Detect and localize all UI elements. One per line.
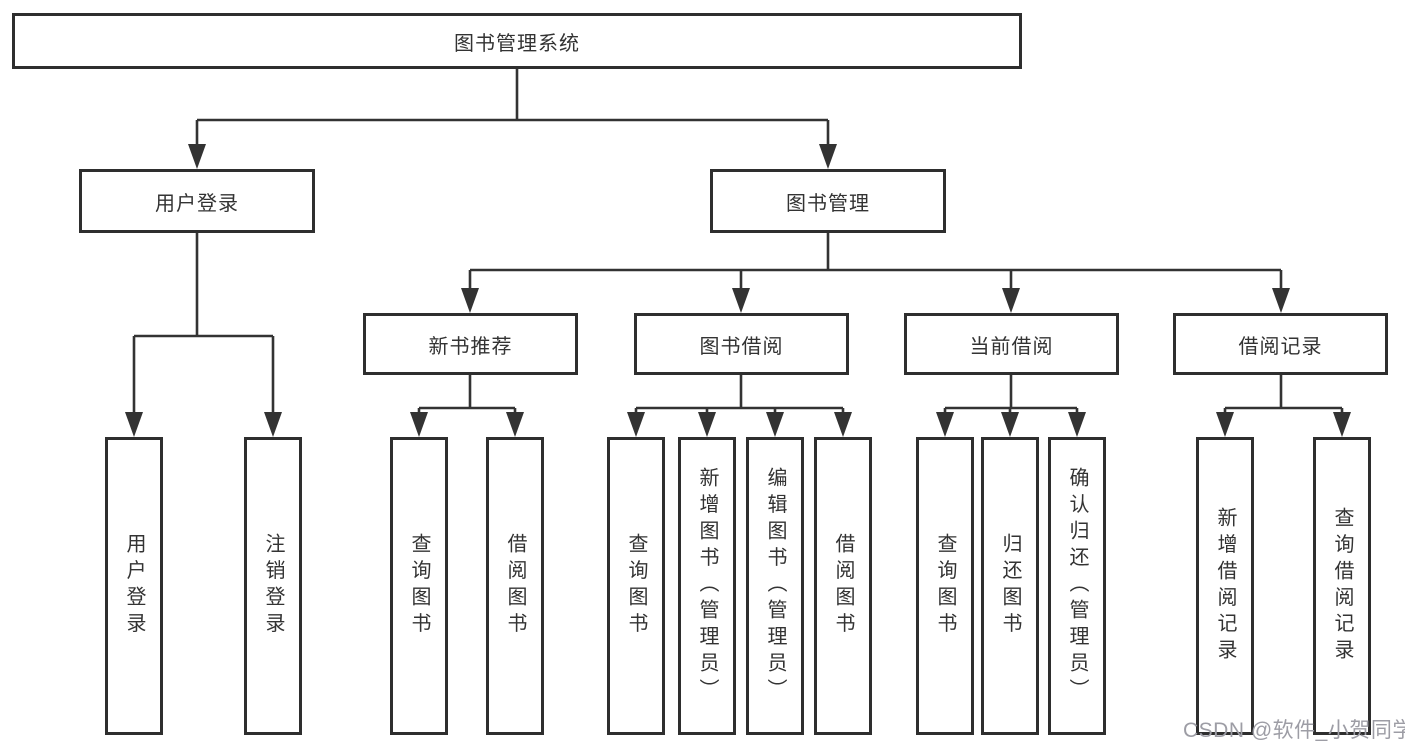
leaf-query-books-current: 查询图书 — [916, 437, 974, 735]
arrowhead — [506, 412, 524, 437]
leaf-label: 用户登录 — [123, 533, 145, 639]
arrowhead — [410, 412, 428, 437]
leaf-add-books-admin: 新增图书（管理员） — [678, 437, 736, 735]
leaf-label: 借阅图书 — [832, 533, 854, 639]
node-label: 图书管理系统 — [454, 32, 580, 55]
arrowhead — [698, 412, 716, 437]
node-label: 用户登录 — [155, 192, 239, 215]
arrowhead — [936, 412, 954, 437]
leaf-label: 编辑图书（管理员） — [764, 467, 786, 705]
arrowhead — [766, 412, 784, 437]
leaf-label: 查询图书 — [934, 533, 956, 639]
node-borrowing-records: 借阅记录 — [1173, 313, 1388, 375]
node-book-management: 图书管理 — [710, 169, 946, 233]
node-label: 当前借阅 — [969, 335, 1054, 358]
leaf-logout: 注销登录 — [244, 437, 302, 735]
leaf-return-books: 归还图书 — [981, 437, 1039, 735]
leaf-add-borrow-record: 新增借阅记录 — [1196, 437, 1254, 735]
arrowhead — [1068, 412, 1086, 437]
node-label: 新书推荐 — [428, 335, 513, 358]
arrowhead — [461, 288, 479, 313]
node-user-login: 用户登录 — [79, 169, 315, 233]
arrowhead — [1272, 288, 1290, 313]
leaf-label: 查询借阅记录 — [1331, 506, 1353, 666]
leaf-label: 确认归还（管理员） — [1066, 467, 1088, 705]
arrowhead — [627, 412, 645, 437]
leaf-label: 借阅图书 — [504, 533, 526, 639]
arrowhead — [1333, 412, 1351, 437]
leaf-query-borrow-record: 查询借阅记录 — [1313, 437, 1371, 735]
arrowhead — [188, 144, 206, 169]
leaf-label: 查询图书 — [408, 533, 430, 639]
node-current-borrowing: 当前借阅 — [904, 313, 1119, 375]
leaf-confirm-return-admin: 确认归还（管理员） — [1048, 437, 1106, 735]
leaf-label: 注销登录 — [262, 533, 284, 639]
leaf-query-books-recommend: 查询图书 — [390, 437, 448, 735]
leaf-borrow-books-recommend: 借阅图书 — [486, 437, 544, 735]
arrowhead — [125, 412, 143, 437]
node-new-book-recommendation: 新书推荐 — [363, 313, 578, 375]
node-label: 借阅记录 — [1238, 335, 1323, 358]
arrowhead — [1002, 288, 1020, 313]
arrowhead — [1001, 412, 1019, 437]
node-label: 图书借阅 — [699, 335, 784, 358]
leaf-edit-books-admin: 编辑图书（管理员） — [746, 437, 804, 735]
leaf-label: 新增借阅记录 — [1214, 506, 1236, 666]
node-book-borrowing: 图书借阅 — [634, 313, 849, 375]
arrowhead — [264, 412, 282, 437]
node-label: 图书管理 — [786, 192, 870, 215]
arrowhead — [834, 412, 852, 437]
leaf-label: 查询图书 — [625, 533, 647, 639]
leaf-label: 新增图书（管理员） — [696, 467, 718, 705]
arrowhead — [1216, 412, 1234, 437]
arrowhead — [732, 288, 750, 313]
leaf-borrow-books: 借阅图书 — [814, 437, 872, 735]
csdn-watermark: CSDN @软件_小贺同学 — [1183, 719, 1405, 742]
node-library-management-system: 图书管理系统 — [12, 13, 1022, 69]
arrowhead — [819, 144, 837, 169]
leaf-query-books-borrow: 查询图书 — [607, 437, 665, 735]
leaf-user-login: 用户登录 — [105, 437, 163, 735]
leaf-label: 归还图书 — [999, 533, 1021, 639]
